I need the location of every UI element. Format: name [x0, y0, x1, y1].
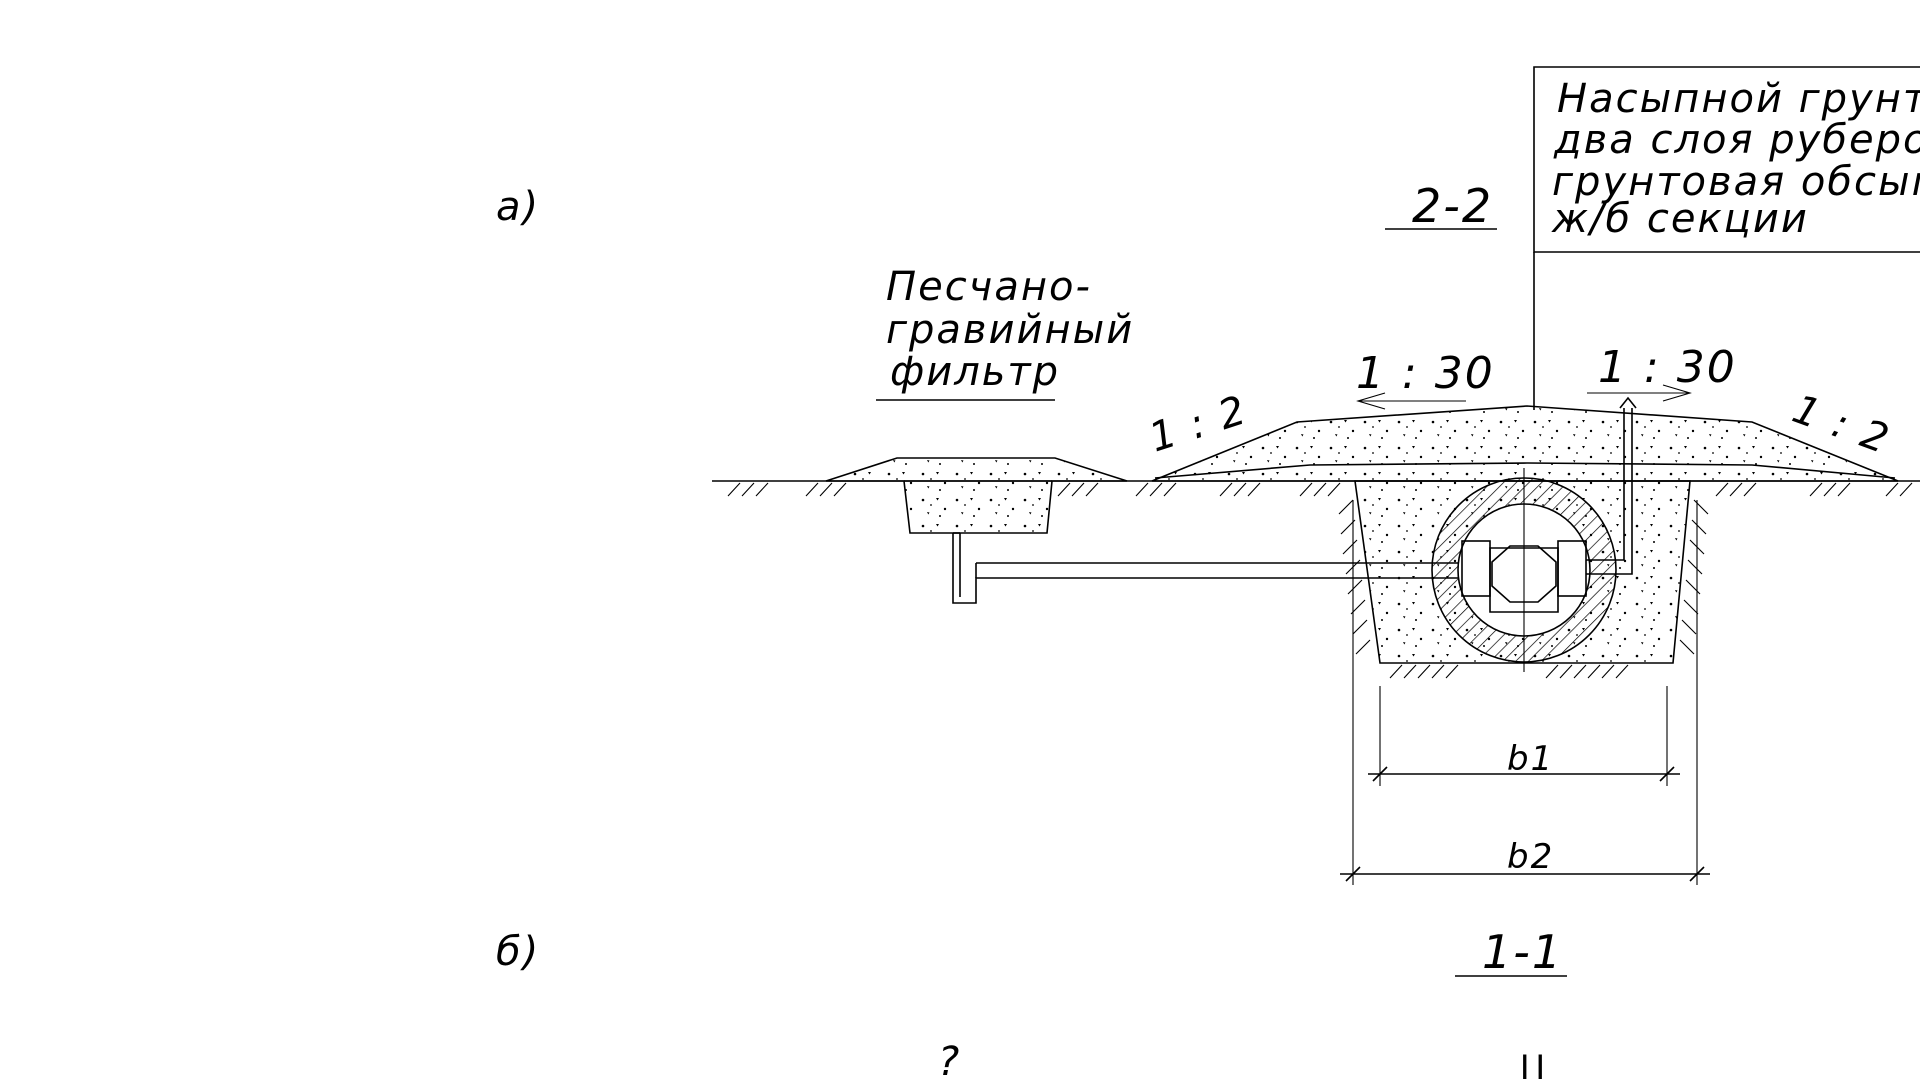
dimension-b1: b1: [1368, 686, 1680, 786]
dimension-b1-label: b1: [1507, 739, 1554, 779]
variant-a-label: а): [496, 184, 540, 230]
section-2-2-label: 2-2: [1412, 179, 1493, 233]
section-1-1-label: 1-1: [1482, 925, 1563, 979]
legend-line-2: два слоя рубероида: [1553, 117, 1920, 163]
filter-label-line-1: Песчано-: [886, 264, 1092, 310]
filter-label-line-2: гравийный: [886, 307, 1134, 353]
embankment: [1151, 405, 1899, 482]
legend-line-4: ж/б секции: [1551, 196, 1809, 242]
legend-box: Насыпной грунт, два слоя рубероида грунт…: [1533, 66, 1920, 410]
grade-right-label: 1 : 30: [1598, 342, 1737, 393]
grade-left-label: 1 : 30: [1356, 348, 1495, 399]
grade-right-arrow: [1587, 384, 1692, 402]
vent-riser: [1586, 396, 1637, 575]
ground-surface: [712, 480, 1920, 497]
filter-label: Песчано- гравийный фильтр: [876, 264, 1134, 401]
sand-gravel-filter: [825, 457, 1128, 534]
bottom-mark-right: ||: [1518, 1049, 1549, 1079]
section-1-1-title: 1-1: [1455, 925, 1567, 979]
dimension-b2-label: b2: [1507, 837, 1554, 877]
variant-b-label: б): [496, 929, 540, 975]
section-2-2-title: 2-2: [1385, 179, 1497, 233]
dimension-b2: b2: [1340, 500, 1710, 885]
grade-left-arrow: [1356, 392, 1466, 410]
bottom-mark-left: ?: [938, 1039, 961, 1079]
legend-line-1: Насыпной грунт,: [1557, 76, 1920, 122]
legend-line-3: грунтовая обсыпка: [1552, 159, 1920, 205]
filter-label-line-3: фильтр: [890, 349, 1060, 395]
concrete-ring-section: [1431, 468, 1617, 672]
